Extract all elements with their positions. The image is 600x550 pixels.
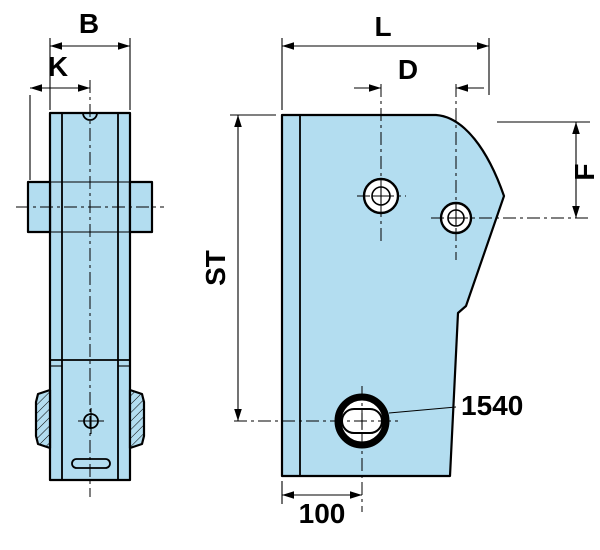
dim-f-label: F	[569, 163, 600, 180]
top-notch	[82, 112, 98, 121]
nut-left	[34, 388, 52, 450]
side-body	[280, 113, 506, 478]
callout-leader-line	[388, 406, 457, 414]
front-slot	[71, 458, 111, 469]
nut-right	[128, 388, 146, 450]
dim-k-label: K	[48, 51, 68, 82]
dim-st-label: ST	[200, 250, 231, 286]
dim-l-label: L	[374, 11, 391, 42]
front-view: B K	[16, 8, 164, 497]
dim-100-label: 100	[299, 498, 346, 529]
side-part	[280, 113, 506, 478]
hatched-wall-left	[49, 365, 63, 481]
dim-d-label: D	[398, 54, 418, 85]
hatched-wall-right	[117, 365, 131, 481]
dim-b-label: B	[79, 8, 99, 39]
part-number-label: 1540	[461, 390, 523, 421]
side-view: L D F ST 100 1540	[200, 11, 600, 529]
